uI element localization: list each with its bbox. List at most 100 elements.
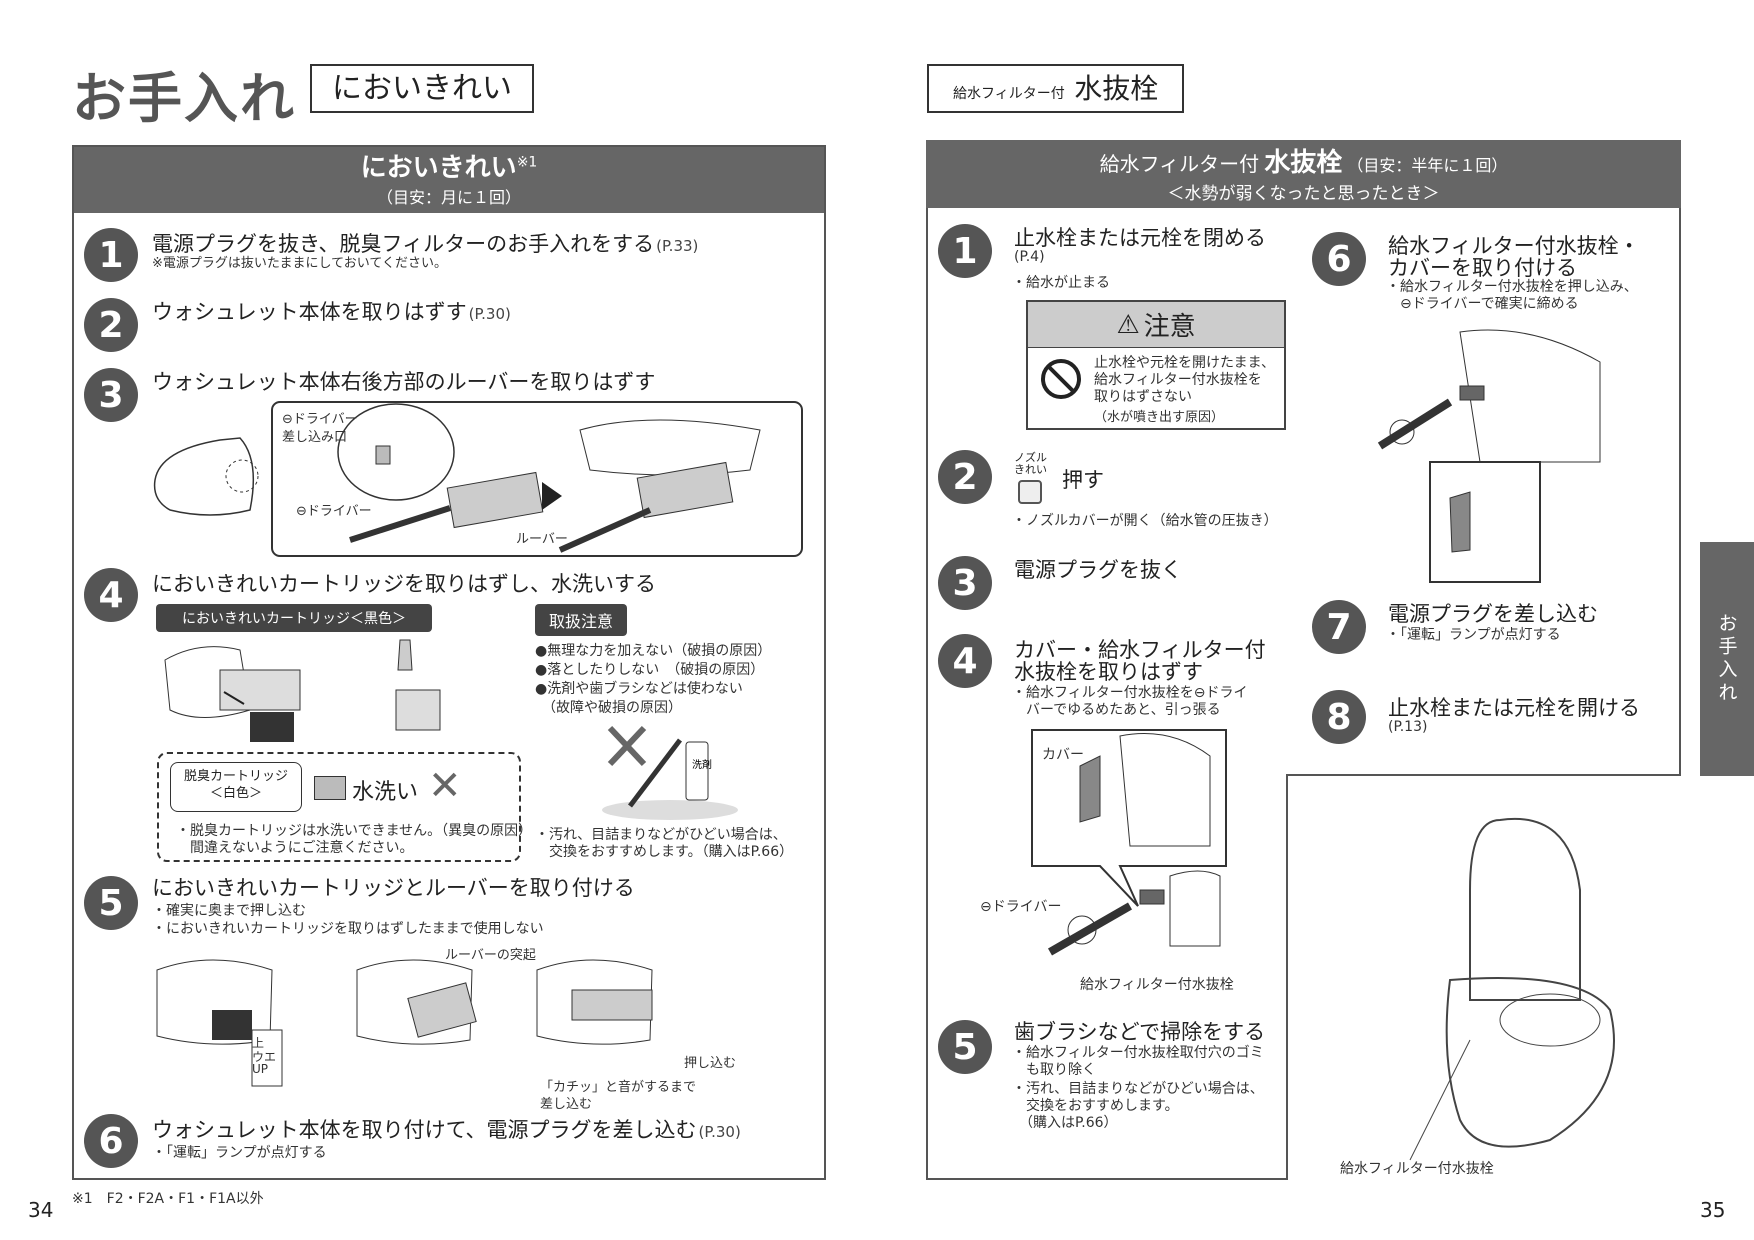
deodorizer-note: ・脱臭カートリッジは水洗いできません。（異臭の原因）: [176, 823, 533, 839]
step-number-2: 2: [84, 298, 138, 352]
cover-part: [1449, 491, 1471, 553]
caution-reason: （水が噴き出す原因）: [1094, 410, 1225, 425]
page-ref: (P.30): [698, 1123, 741, 1141]
louver-part: [636, 461, 734, 519]
step-3-text: 電源プラグを抜く: [1014, 558, 1182, 582]
step-6-text-line1: 給水フィルター付水抜栓・: [1388, 234, 1640, 258]
leader-line: [1409, 1039, 1471, 1161]
caution-header: ⚠注意: [1028, 302, 1284, 348]
drain-subheading: ＜水勢が弱くなったと思ったとき＞: [1167, 184, 1440, 205]
toilet-bowl: [1445, 977, 1615, 1148]
toilet-plug-label: 給水フィルター付水抜栓: [1340, 1161, 1494, 1177]
toilet-body-sketch: [1119, 733, 1211, 847]
toilet-body-sketch: [356, 959, 473, 1045]
cover-part: [1079, 755, 1101, 823]
step-number-8: 8: [1312, 690, 1366, 744]
section-title-box: においきれい: [310, 64, 534, 113]
step-note: （購入はP.66）: [1012, 1115, 1118, 1131]
reinstall-illustration: [156, 959, 653, 1087]
page-number-right: 35: [1700, 1198, 1726, 1222]
plug-install-illustration: [1377, 329, 1601, 583]
up-sticker-text: ウエ: [252, 1050, 277, 1064]
zoom-circle-marker: [225, 459, 259, 493]
arrow-right-icon: [542, 482, 562, 510]
step-1-text: 電源プラグを抜き、脱臭フィルターのお手入れをする: [152, 232, 655, 256]
step-number-6: 6: [1312, 232, 1366, 286]
replace-note: ・汚れ、目詰まりなどがひどい場合は、: [535, 827, 787, 843]
detergent-bottle-icon: [685, 741, 709, 801]
drain-heading-big: 水抜栓: [1264, 148, 1343, 178]
step-note: ・汚れ、目詰まりなどがひどい場合は、: [1012, 1081, 1264, 1097]
step-2-text: 押す: [1062, 468, 1104, 492]
driver-tool: [558, 507, 652, 553]
step-number-5: 5: [84, 876, 138, 930]
step-note: も取り除く: [1012, 1062, 1096, 1078]
plug-label: 給水フィルター付水抜栓: [1080, 977, 1234, 993]
caution-item: ●洗剤や歯ブラシなどは使わない: [535, 681, 743, 697]
caution-title: 取扱注意: [535, 604, 628, 636]
odor-panel-heading: においきれい: [360, 153, 517, 183]
toilet-body-sketch: [1459, 329, 1601, 463]
cartridge-washing: [395, 689, 441, 731]
driver-tool: [1048, 902, 1132, 956]
plug-removal-illustration: [1031, 729, 1227, 956]
driver-tool: [349, 505, 451, 543]
nozzle-label: きれい: [1014, 463, 1047, 477]
push-label: 押し込む: [684, 1056, 737, 1071]
step-number-4: 4: [938, 634, 992, 688]
cover-label: カバー: [1042, 747, 1084, 763]
step-1-text: 止水栓または元栓を閉める: [1014, 226, 1266, 250]
deodorizer-label: 脱臭カートリッジ: [183, 769, 288, 784]
panel-border: [1286, 774, 1681, 776]
louver-detail-frame: [271, 401, 803, 557]
footnote: ※1 F2・F2A・F1・F1A以外: [72, 1191, 264, 1207]
toothbrush-icon: [628, 738, 682, 808]
caution-item: （故障や破損の原因）: [535, 700, 682, 716]
step-number-2: 2: [938, 450, 992, 504]
louver-label: ルーバー: [516, 532, 568, 547]
step-7-text: 電源プラグを差し込む: [1388, 602, 1598, 626]
driver-handle: [1389, 419, 1415, 445]
step-note: ⊖ドライバーで確実に締める: [1386, 296, 1579, 312]
step-note: ・「運転」ランプが点灯する: [1386, 627, 1561, 643]
driver-slot-label: ⊖ドライバー: [282, 412, 358, 427]
up-sticker: [251, 1029, 283, 1087]
shadow: [602, 800, 738, 820]
step-text: 電源プラグを抜き、脱臭フィルターのお手入れをする(P.33): [152, 228, 698, 258]
deodorizer-note: 間違えないようにご注意ください。: [176, 840, 414, 856]
step-text: ウォシュレット本体を取り付けて、電源プラグを差し込む(P.30): [152, 1114, 741, 1144]
arrow-line: [223, 691, 245, 705]
step-note: ・「運転」ランプが点灯する: [152, 1145, 327, 1161]
zoom-callout-frame: [1429, 461, 1541, 583]
louver-removal-illustration: [153, 401, 803, 557]
replace-note: 交換をおすすめします。（購入はP.66）: [535, 844, 794, 860]
odor-panel-subheading: （目安：月に１回）: [376, 188, 521, 208]
nozzle-button-label: ノズル きれい: [1014, 451, 1047, 477]
step-3-text: ウォシュレット本体右後方部のルーバーを取りはずす: [152, 370, 656, 394]
step-note: ・給水フィルター付水抜栓を押し込み、: [1386, 279, 1638, 295]
step-note: ※電源プラグは抜いたままにしておいてください。: [152, 256, 447, 271]
step-note: ・ノズルカバーが開く（給水管の圧抜き）: [1012, 513, 1278, 529]
step-note: 交換をおすすめします。: [1012, 1098, 1179, 1114]
caution-title: 注意: [1143, 312, 1196, 342]
odor-panel-footnote-mark: ※1: [516, 154, 538, 171]
caution-line: 止水栓や元栓を開けたまま、: [1094, 355, 1276, 371]
step-number-4: 4: [84, 568, 138, 622]
up-sticker-text: UP: [252, 1062, 269, 1076]
toilet-body-sketch: [1169, 870, 1221, 947]
step-number-1: 1: [938, 224, 992, 278]
deodorizer-color: ＜白色＞: [209, 785, 262, 801]
cross-mark-icon: [607, 725, 647, 767]
page-number-left: 34: [28, 1198, 54, 1222]
caution-item: ●無理な力を加えない（破損の原因）: [535, 643, 772, 659]
cartridge-removal-illustration: [164, 639, 441, 742]
toilet-body-sketch: [579, 419, 761, 476]
step-number-1: 1: [84, 228, 138, 282]
filter-plug: [1459, 385, 1485, 401]
faucet: [397, 639, 413, 671]
step-text: ウォシュレット本体を取りはずす(P.30): [152, 296, 511, 326]
step-4-text: においきれいカートリッジを取りはずし、水洗いする: [152, 572, 656, 596]
no-brush-illustration: 洗剤: [602, 725, 738, 820]
toilet-body-sketch: [536, 959, 653, 1045]
step-note: バーでゆるめたあと、引っ張る: [1012, 702, 1221, 718]
